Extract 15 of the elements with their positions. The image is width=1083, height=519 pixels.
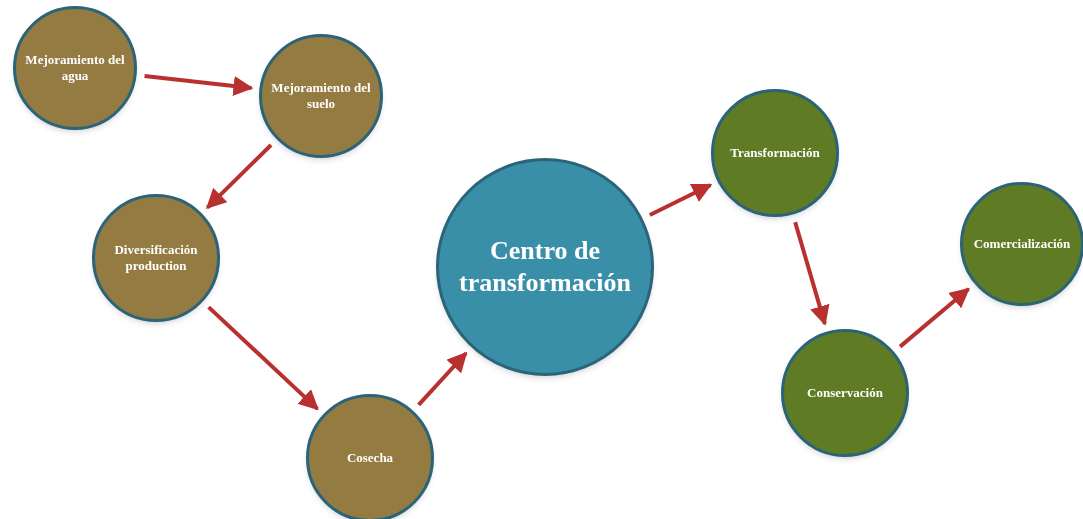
arrow bbox=[205, 143, 273, 209]
node-label: Cosecha bbox=[345, 449, 395, 467]
node-label: Centro de transformación bbox=[458, 234, 632, 299]
arrow bbox=[898, 287, 970, 349]
arrow bbox=[207, 305, 319, 411]
arrow bbox=[648, 183, 713, 217]
node-label: Transformación bbox=[729, 144, 821, 162]
arrow bbox=[144, 73, 254, 96]
node-label: Comercialización bbox=[972, 235, 1072, 253]
node-label: Conservación bbox=[806, 384, 884, 402]
arrow bbox=[417, 351, 468, 407]
arrow bbox=[793, 221, 830, 326]
node-label: Mejoramiento del suelo bbox=[270, 79, 372, 113]
node-label: Mejoramiento del agua bbox=[24, 51, 126, 85]
node-label: Diversificación production bbox=[113, 241, 199, 275]
